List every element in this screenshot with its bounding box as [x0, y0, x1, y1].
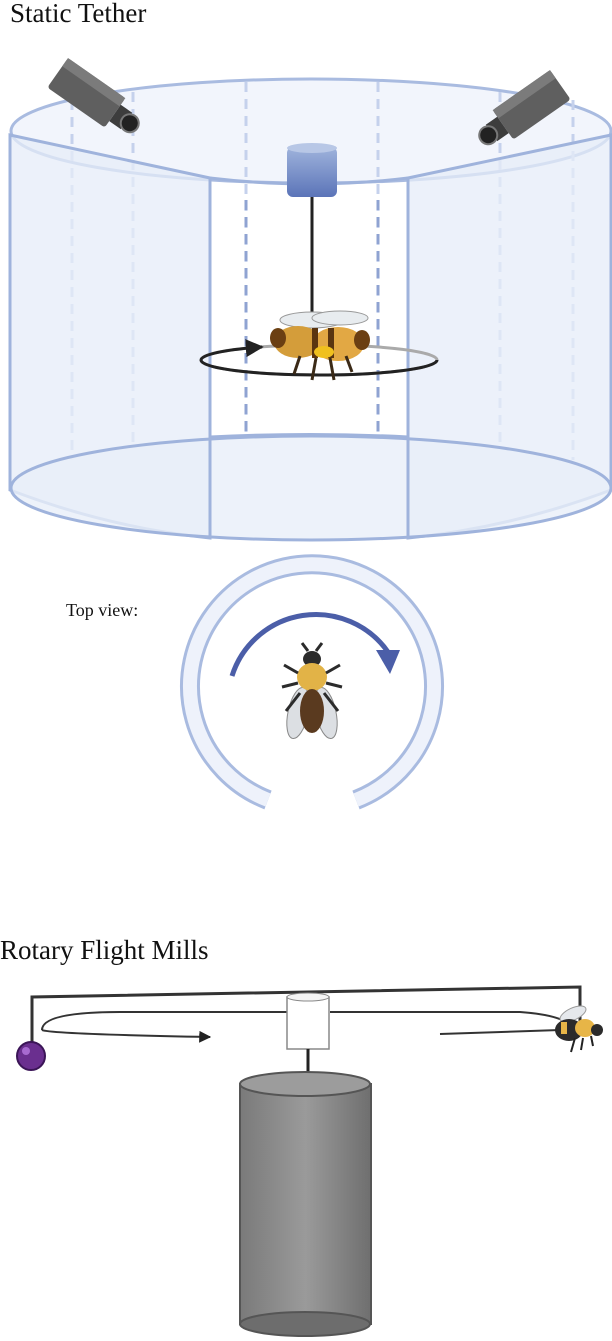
mill-pivot: [286, 996, 330, 1050]
camera-icon: [478, 70, 570, 146]
top-view-label: Top view:: [66, 600, 139, 620]
rotation-arrow-icon: [229, 611, 400, 677]
bee-icon: [270, 310, 370, 381]
static-tether-arena: [8, 77, 612, 542]
bee-icon: [281, 642, 343, 740]
orbit-arrow: [41, 1029, 212, 1043]
mill-base: [239, 1083, 372, 1325]
top-view-ring: [180, 554, 444, 810]
counterweight-icon: [16, 1041, 46, 1071]
bee-icon: [555, 1005, 603, 1053]
arena-floor: [9, 434, 612, 542]
camera-icon: [48, 58, 140, 134]
rotary-flight-mills-title: Rotary Flight Mills: [0, 935, 209, 965]
static-tether-title: Static Tether: [10, 0, 147, 28]
tether-holder: [287, 143, 337, 318]
rotary-flight-mill: [16, 985, 582, 1337]
